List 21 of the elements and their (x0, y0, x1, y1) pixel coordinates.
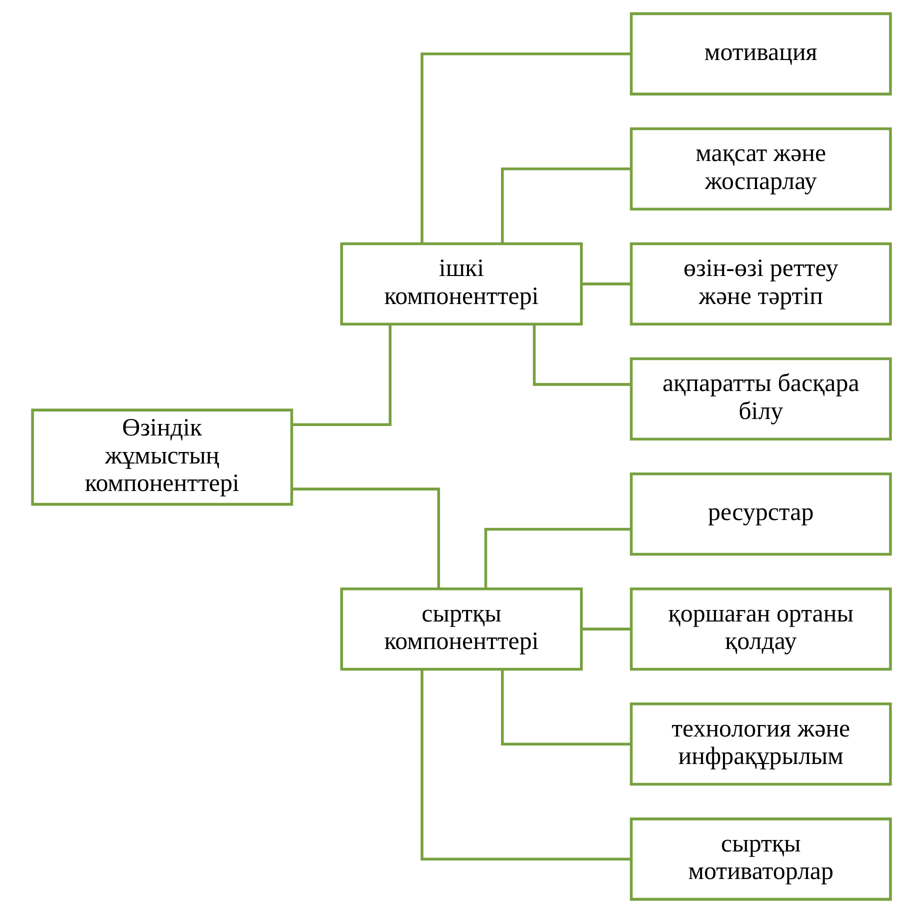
node-box: мақсат және жоспарлау (630, 127, 892, 210)
connector (420, 670, 631, 860)
connector (582, 628, 631, 630)
node-box: ақпаратты басқара білу (630, 357, 892, 441)
connector (292, 324, 392, 426)
node-box: сыртқы компоненттері (340, 587, 583, 671)
connector (292, 488, 440, 589)
node-box: технология және инфрақұрылым (630, 702, 892, 786)
connector (501, 168, 632, 244)
node-box: ресурстар (630, 472, 892, 556)
node-box: қоршаған ортаны қолдау (630, 587, 892, 671)
node-box: өзін-өзі реттеу және тәртіп (630, 242, 892, 326)
node-box: ішкі компоненттері (340, 242, 583, 326)
node-box: сыртқы мотиваторлар (630, 818, 892, 901)
connector (484, 528, 631, 588)
node-box: мотивация (630, 12, 892, 96)
connector (420, 52, 631, 244)
connector (582, 282, 631, 286)
node-box: Өзіндік жұмыстың компоненттері (31, 408, 294, 506)
connector (532, 324, 632, 386)
connector (501, 669, 632, 746)
